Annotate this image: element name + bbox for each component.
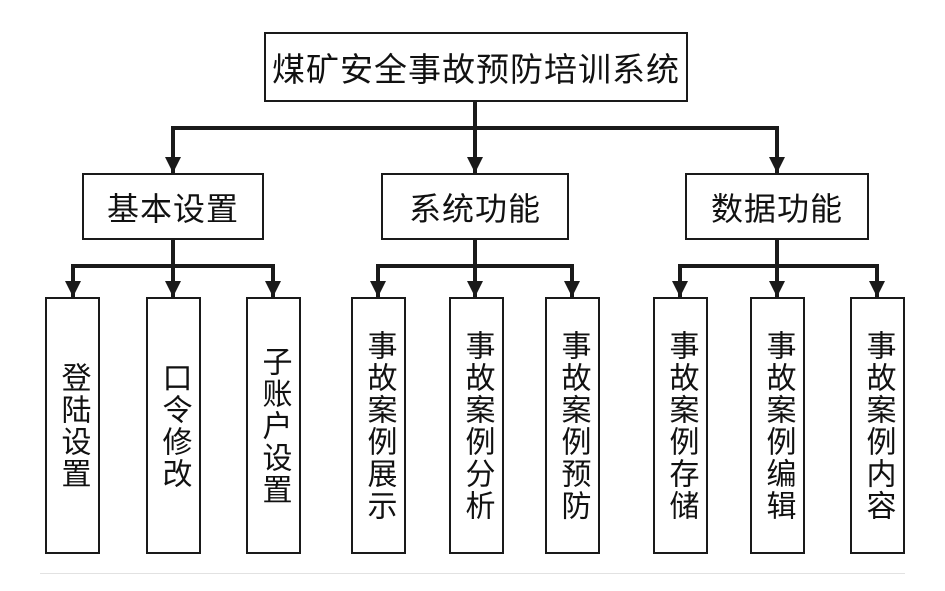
category-node-system-functions: 系统功能 xyxy=(381,173,569,240)
root-label: 煤矿安全事故预防培训系统 xyxy=(272,50,680,89)
leaf-node-password-change: 口令修改 xyxy=(146,297,201,554)
leaf-label: 事故案例存储 xyxy=(663,329,699,522)
leaf-label: 登陆设置 xyxy=(55,361,91,490)
category-label: 系统功能 xyxy=(408,189,541,228)
leaf-node-case-analysis: 事故案例分析 xyxy=(449,297,504,554)
category-node-data-functions: 数据功能 xyxy=(685,173,869,240)
leaf-node-case-prevention: 事故案例预防 xyxy=(545,297,600,554)
leaf-label: 子账户设置 xyxy=(256,345,292,506)
leaf-label: 事故案例分析 xyxy=(459,329,495,522)
leaf-label: 口令修改 xyxy=(156,361,192,490)
category-label: 基本设置 xyxy=(106,189,239,228)
leaf-node-case-storage: 事故案例存储 xyxy=(653,297,708,554)
leaf-label: 事故案例预防 xyxy=(555,329,591,522)
leaf-node-case-display: 事故案例展示 xyxy=(351,297,406,554)
category-label: 数据功能 xyxy=(710,189,843,228)
leaf-node-subaccount-settings: 子账户设置 xyxy=(246,297,301,554)
leaf-node-login-settings: 登陆设置 xyxy=(45,297,100,554)
bottom-rule xyxy=(40,573,905,574)
root-node: 煤矿安全事故预防培训系统 xyxy=(264,32,688,102)
leaf-label: 事故案例展示 xyxy=(361,329,397,522)
leaf-label: 事故案例编辑 xyxy=(760,329,796,522)
leaf-node-case-content: 事故案例内容 xyxy=(850,297,905,554)
leaf-label: 事故案例内容 xyxy=(860,329,896,522)
leaf-node-case-editing: 事故案例编辑 xyxy=(750,297,805,554)
category-node-basic-settings: 基本设置 xyxy=(82,173,264,240)
